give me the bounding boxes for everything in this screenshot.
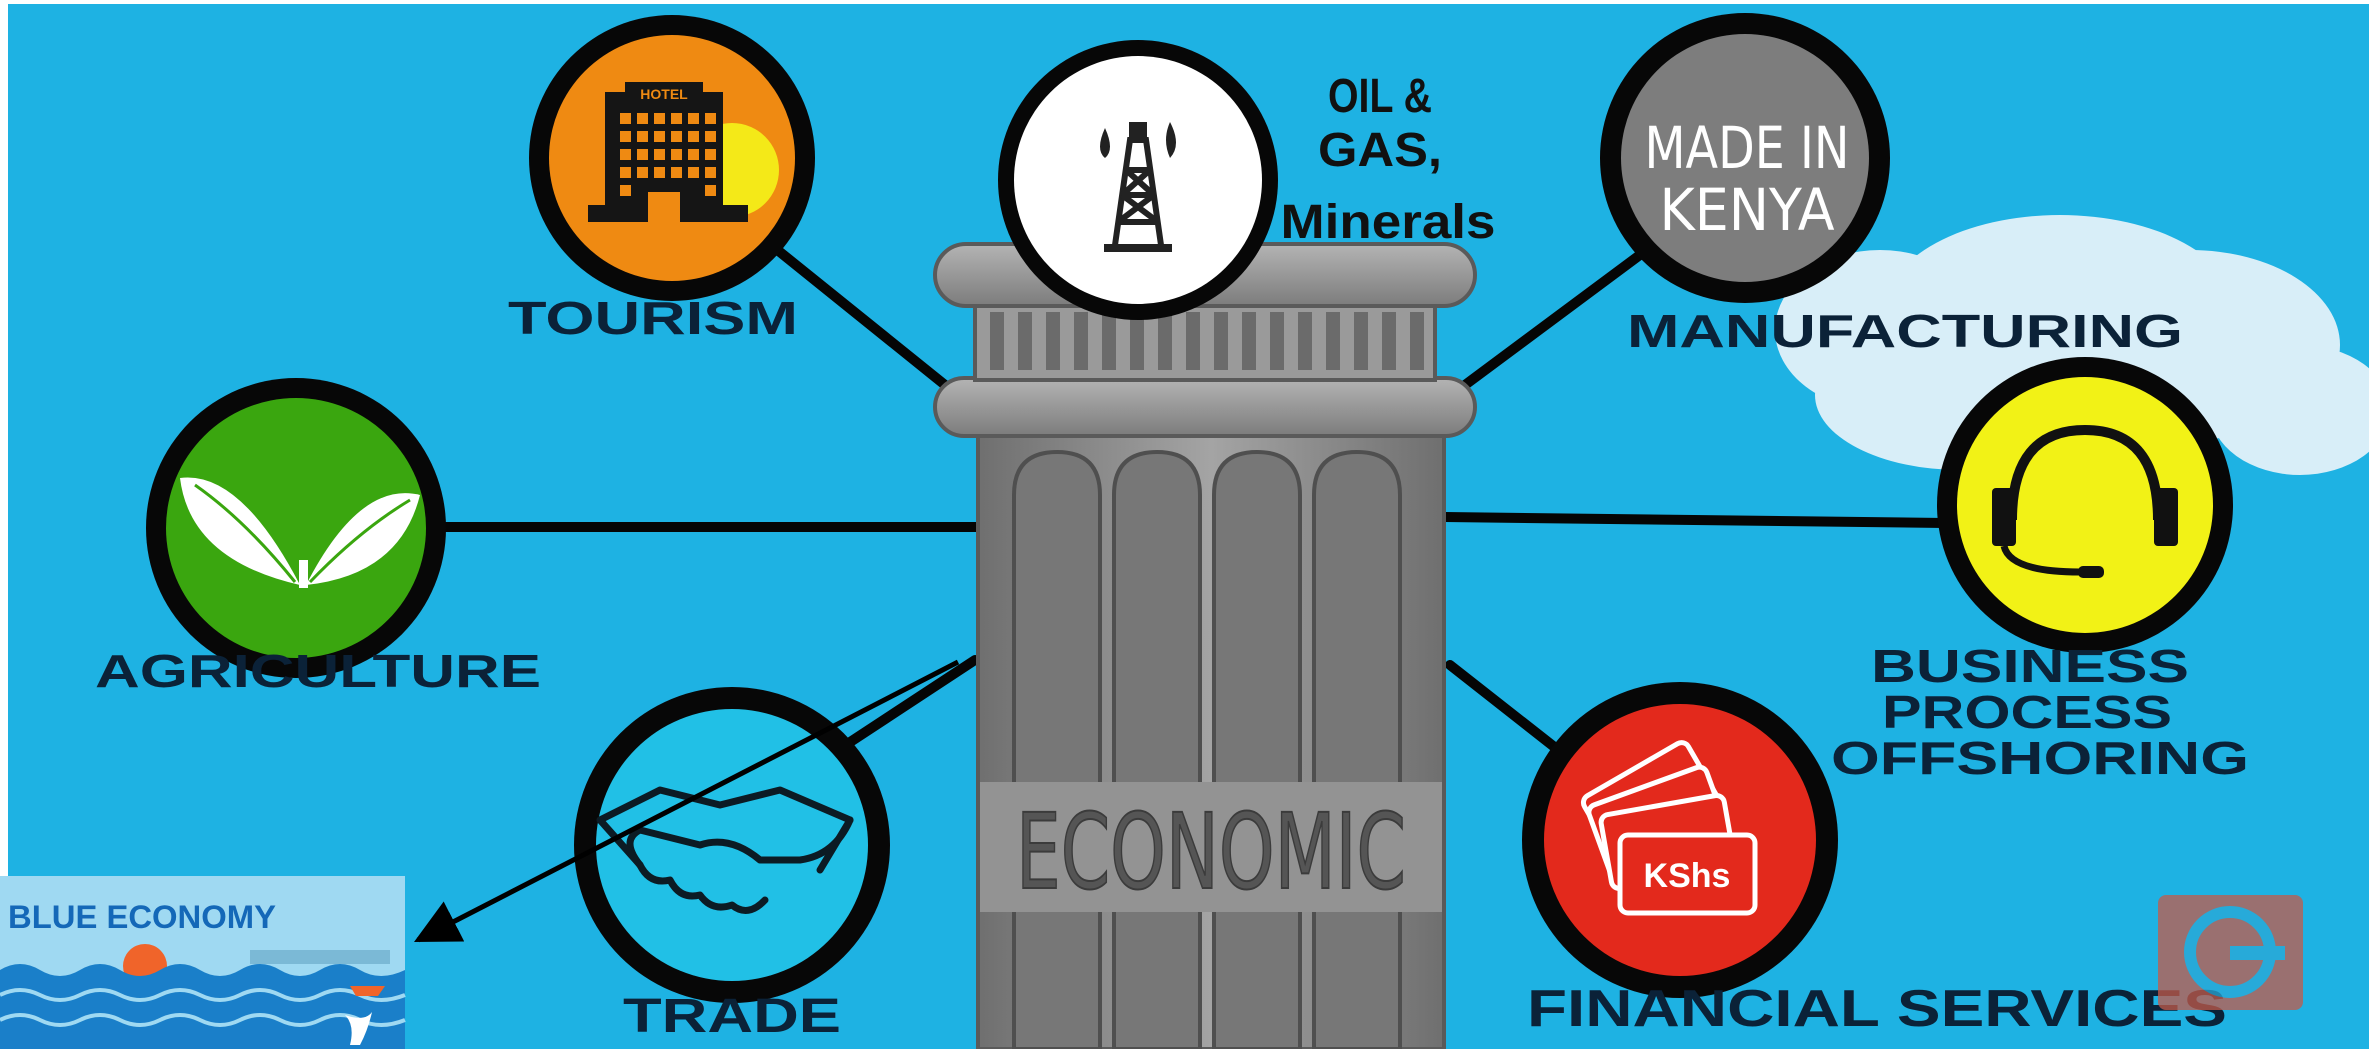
manufacturing-disc: [1621, 34, 1869, 282]
blue-economy-title: BLUE ECONOMY: [8, 899, 276, 935]
bpo-label-line3: OFFSHORING: [1831, 732, 2249, 784]
oil-rig-icon: [1104, 122, 1172, 252]
gas-flame-icon: [1166, 122, 1176, 158]
sector-financial-services: KShs FINANCIAL SERVICES: [1522, 682, 2227, 1038]
pillar-label-band: [980, 782, 1442, 912]
blue-economy-arrow: [413, 659, 960, 943]
corner-logo: [2158, 895, 2303, 1010]
made-in-text: MADE IN: [1645, 114, 1850, 182]
hotel-sign: HOTEL: [640, 86, 688, 102]
boat-icon: [350, 986, 385, 996]
oil-label-line3: Minerals: [1281, 196, 1496, 249]
agriculture-disc: [166, 398, 426, 658]
tourism-label: TOURISM: [508, 292, 798, 344]
sector-tourism: HOTEL TOURISM: [508, 15, 815, 344]
banknotes-icon: [1580, 740, 1758, 916]
bpo-disc: [1957, 377, 2213, 633]
sector-oil-gas-minerals: OIL & GAS, Minerals: [998, 40, 1496, 320]
manufacturing-label: MANUFACTURING: [1627, 305, 2183, 357]
whale-tail-icon: [345, 1012, 372, 1045]
financial-label: FINANCIAL SERVICES: [1527, 980, 2227, 1038]
pillar-capital-bottom: [933, 376, 1477, 438]
oil-drop-icon: [1100, 128, 1110, 158]
sector-manufacturing: MADE IN KENYA MANUFACTURING: [1600, 13, 2183, 357]
handshake-icon: [596, 786, 854, 914]
cloud-shape: [1775, 215, 2369, 475]
connector-bpo: [1440, 512, 1950, 528]
connector-manufacturing: [1460, 235, 1665, 390]
pillar-label: ECONOMIC: [1016, 791, 1406, 913]
agriculture-label: AGRICULTURE: [95, 645, 541, 697]
sector-agriculture: AGRICULTURE: [95, 378, 541, 697]
oil-label-line1: OIL &: [1328, 70, 1432, 123]
trade-label: TRADE: [623, 990, 841, 1043]
currency-label: KShs: [1644, 857, 1731, 895]
headset-icon: [1992, 424, 2178, 578]
blue-economy-inset: BLUE ECONOMY: [0, 876, 406, 1049]
kenya-text: KENYA: [1660, 176, 1835, 244]
oil-label-line2: GAS,: [1318, 124, 1442, 177]
sector-business-process-offshoring: BUSINESS PROCESS OFFSHORING: [1831, 357, 2249, 784]
bpo-label-line1: BUSINESS: [1871, 640, 2189, 692]
leaves-icon: [180, 477, 420, 588]
connector-tourism: [760, 235, 950, 390]
bpo-label-line2: PROCESS: [1882, 686, 2172, 738]
skyline-shape: [250, 950, 390, 964]
economic-pillar: ECONOMIC: [933, 242, 1477, 1049]
sea-waves: [0, 964, 405, 1049]
hotel-icon: HOTEL: [588, 82, 779, 222]
pillar-capital-dentils: [990, 312, 1424, 370]
sector-trade: TRADE: [574, 687, 890, 1043]
